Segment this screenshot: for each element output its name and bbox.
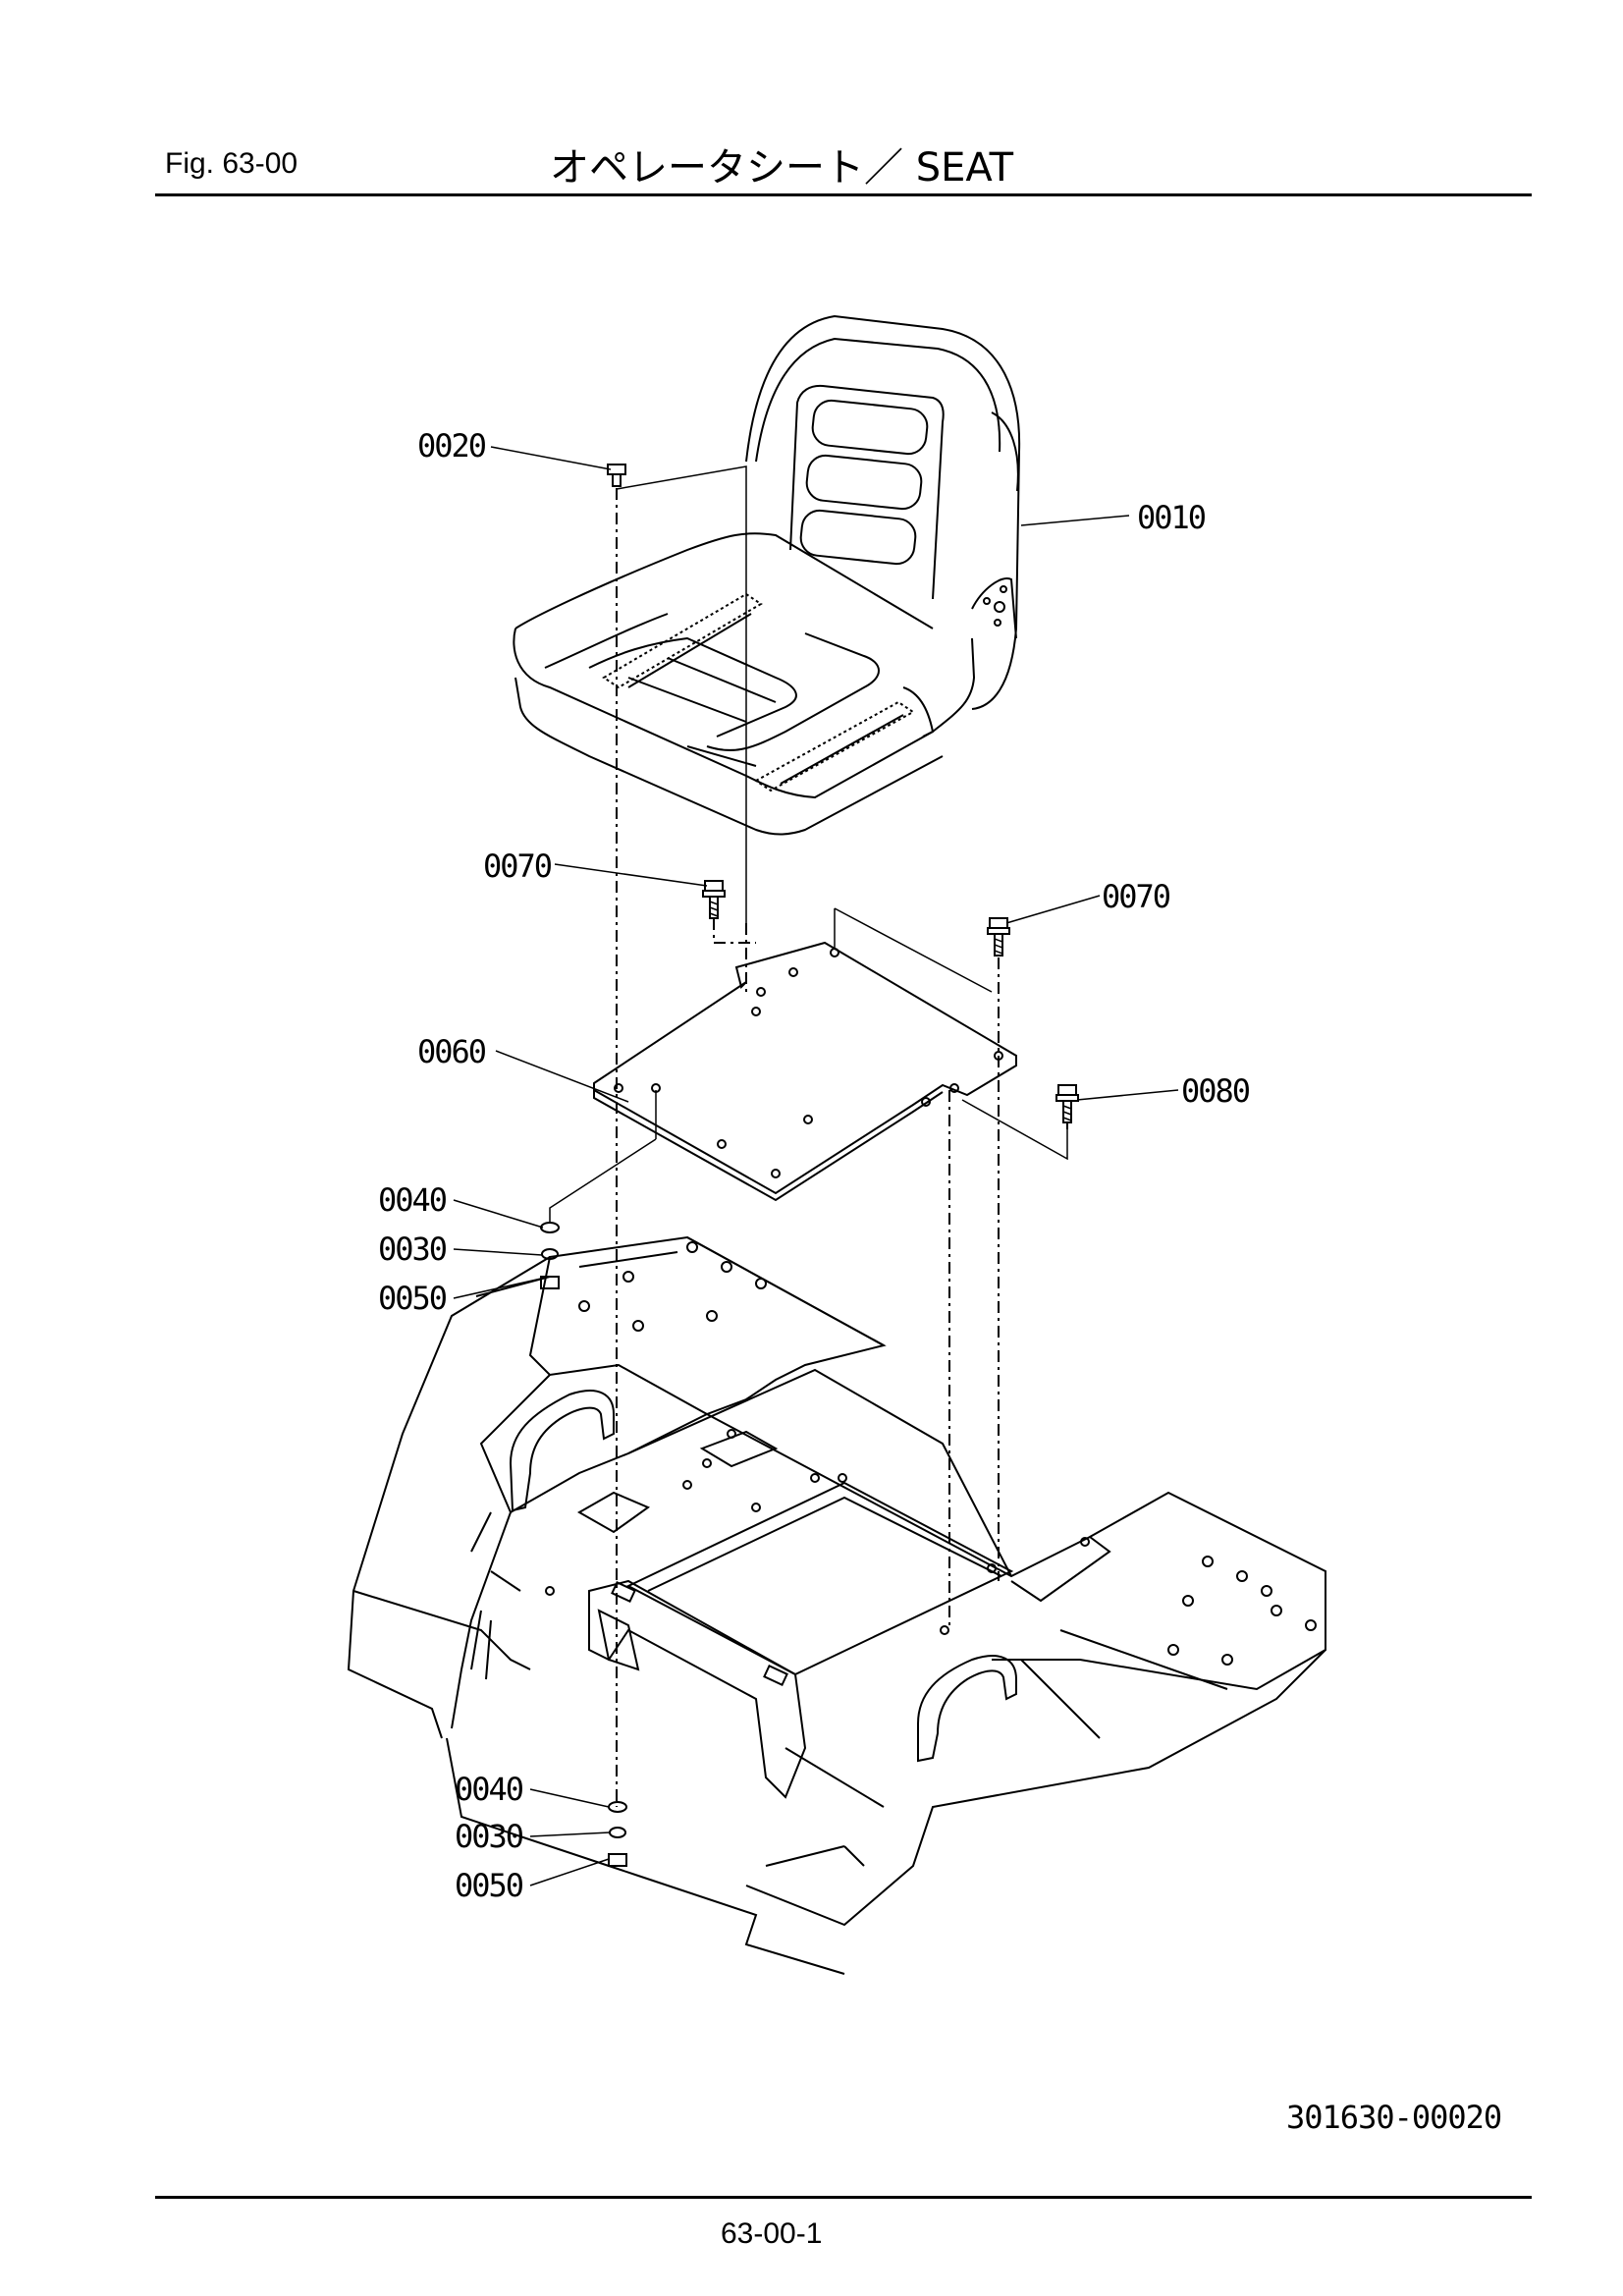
callout-0050-lower: 0050 bbox=[455, 1867, 523, 1904]
header-rule bbox=[155, 193, 1532, 196]
fasteners bbox=[540, 464, 1079, 1867]
callout-0050-upper: 0050 bbox=[378, 1280, 447, 1317]
machine-frame bbox=[347, 1235, 1326, 1975]
callout-0020: 0020 bbox=[417, 427, 486, 465]
callout-0030-lower: 0030 bbox=[455, 1818, 523, 1855]
bolt-0070-left bbox=[702, 880, 726, 919]
washer-nut-stack-lower bbox=[608, 1801, 627, 1867]
callout-0040-upper: 0040 bbox=[378, 1181, 447, 1219]
bolt-0070-right bbox=[987, 917, 1010, 957]
assembly-lines bbox=[549, 465, 1068, 1807]
callout-0010: 0010 bbox=[1137, 499, 1206, 536]
callout-0070-left: 0070 bbox=[483, 847, 552, 885]
drawing-number: 301630-00020 bbox=[1286, 2099, 1502, 2136]
figure-number: Fig. 63-00 bbox=[165, 147, 298, 180]
seat-bracket-plate bbox=[593, 907, 1017, 1202]
footer-rule bbox=[155, 2196, 1532, 2199]
page-title: オペレータシート／ SEAT bbox=[550, 145, 1014, 191]
bolt-0020 bbox=[607, 464, 626, 487]
callout-labels: 0020 0010 0070 0070 0060 0080 0040 0030 … bbox=[378, 427, 1252, 1904]
seat-drawing bbox=[513, 314, 1021, 836]
page-number: 63-00-1 bbox=[721, 2217, 823, 2250]
callout-0070-right: 0070 bbox=[1102, 878, 1170, 915]
callout-0040-lower: 0040 bbox=[455, 1771, 523, 1808]
callout-leaders bbox=[453, 446, 1179, 1886]
callout-0060: 0060 bbox=[417, 1033, 486, 1070]
bolt-0080 bbox=[1055, 1084, 1079, 1123]
callout-0080: 0080 bbox=[1181, 1072, 1250, 1110]
callout-0030-upper: 0030 bbox=[378, 1230, 447, 1268]
